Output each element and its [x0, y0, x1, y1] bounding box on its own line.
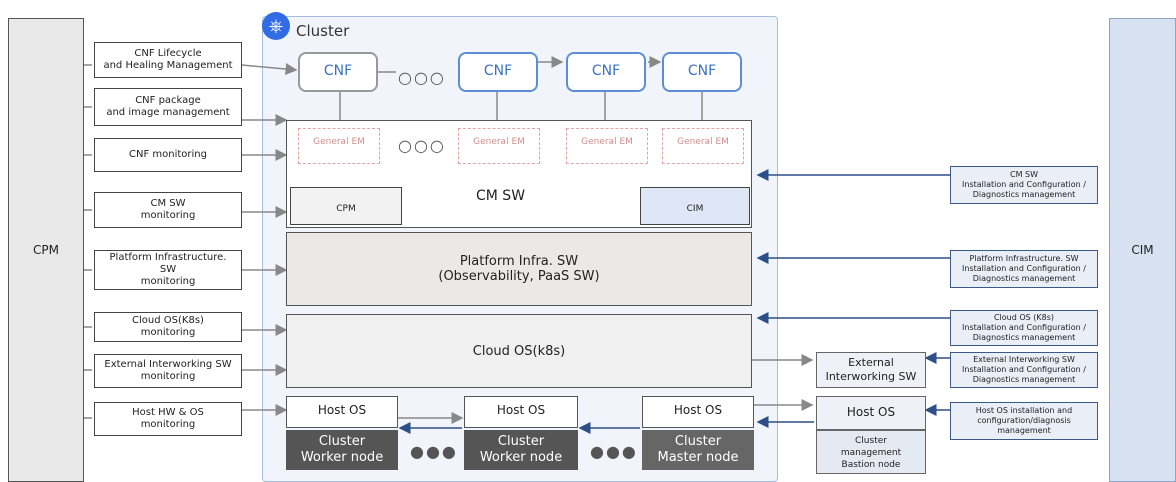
left-box-cnf-monitoring: CNF monitoring [94, 138, 242, 172]
bastion-node-box: Cluster management Bastion node [816, 430, 926, 474]
left-box-external-monitoring: External Interworking SW monitoring [94, 354, 242, 388]
left-box-cnf-lifecycle: CNF Lifecycle and Healing Management [94, 42, 242, 78]
cnf-box: CNF [458, 52, 538, 92]
cnf-label: CNF [687, 63, 717, 79]
left-box-cnf-package: CNF package and image management [94, 88, 242, 126]
cnf-box: CNF [662, 52, 742, 92]
right-box-cm-sw: CM SW Installation and Configuration / D… [950, 166, 1098, 204]
right-box-cloud-os: Cloud OS (K8s) Installation and Configur… [950, 310, 1098, 346]
right-box-platform: Platform Infrastructure. SW Installation… [950, 250, 1098, 288]
cnf-label: CNF [323, 63, 353, 79]
cim-sidebar: CIM [1109, 18, 1176, 482]
cm-sw-label: CM SW [476, 188, 526, 204]
cpm-label: CPM [33, 243, 59, 257]
right-box-external: External Interworking SW Installation an… [950, 352, 1098, 388]
worker-node-box: Cluster Worker node [464, 430, 578, 470]
cloud-os-layer: Cloud OS(k8s) [286, 314, 752, 388]
left-box-cm-sw-monitoring: CM SW monitoring [94, 192, 242, 228]
general-em-box: General EM [298, 128, 380, 164]
general-em-box: General EM [458, 128, 540, 164]
cnf-box: CNF [298, 52, 378, 92]
general-em-box: General EM [662, 128, 744, 164]
host-os-box: Host OS [286, 396, 398, 428]
left-box-host-monitoring: Host HW & OS monitoring [94, 402, 242, 436]
left-box-cloud-os-monitoring: Cloud OS(K8s) monitoring [94, 312, 242, 342]
host-os-box: Host OS [464, 396, 578, 428]
external-interworking-box: External Interworking SW [816, 352, 926, 388]
cnf-box: CNF [566, 52, 646, 92]
cpm-inner-box: CPM [290, 187, 402, 225]
master-node-box: Cluster Master node [642, 430, 754, 470]
platform-infra-layer: Platform Infra. SW (Observability, PaaS … [286, 232, 752, 306]
general-em-box: General EM [566, 128, 648, 164]
cim-inner-box: CIM [640, 187, 750, 225]
cnf-ellipsis: ○○○ [398, 68, 446, 87]
right-box-host-os: Host OS installation and configuration/d… [950, 402, 1098, 440]
host-os-box: Host OS [642, 396, 754, 428]
cluster-title: Cluster [296, 22, 350, 40]
general-em-ellipsis: ○○○ [398, 136, 446, 155]
bastion-host-os-box: Host OS [816, 396, 926, 430]
cnf-label: CNF [483, 63, 513, 79]
cnf-label: CNF [591, 63, 621, 79]
cim-label: CIM [1131, 243, 1154, 257]
node-ellipsis: ●●● [410, 442, 458, 461]
worker-node-box: Cluster Worker node [286, 430, 398, 470]
cpm-sidebar: CPM [8, 18, 84, 482]
left-box-platform-monitoring: Platform Infrastructure. SW monitoring [94, 250, 242, 290]
kubernetes-icon: ⎈ [262, 12, 290, 40]
node-ellipsis: ●●● [590, 442, 638, 461]
